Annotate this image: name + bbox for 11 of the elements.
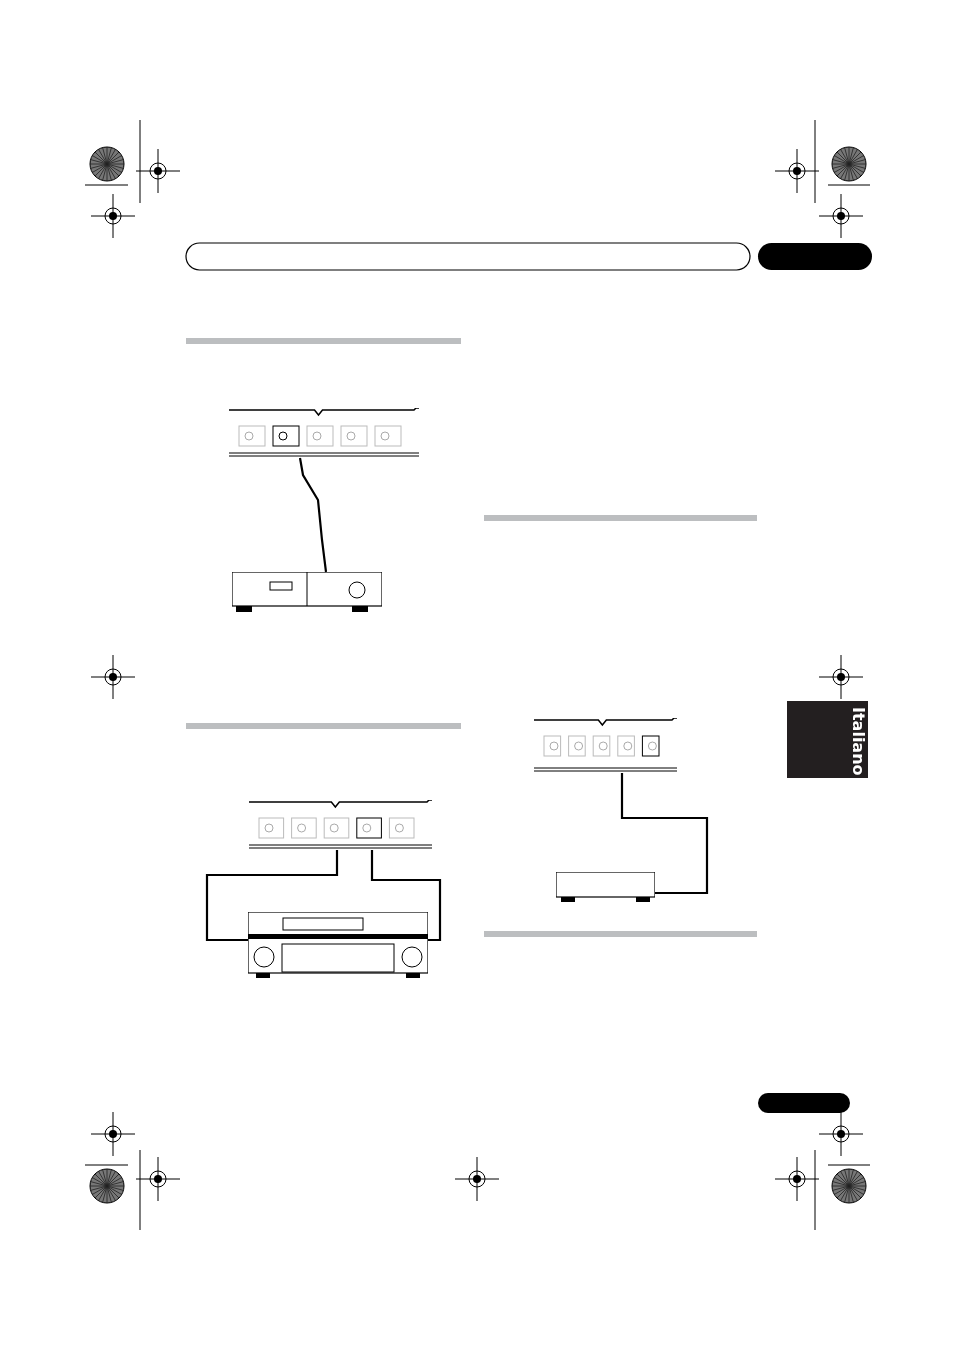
av-receiver-drawing xyxy=(248,912,428,978)
cable xyxy=(370,850,442,942)
rear-panel-drawing xyxy=(229,408,419,458)
cable xyxy=(620,773,709,895)
device-box xyxy=(556,872,655,902)
cable xyxy=(298,457,328,573)
rear-panel-drawing xyxy=(249,800,432,850)
rear-panel-drawing xyxy=(534,718,677,773)
language-tab: Italiano xyxy=(787,701,868,778)
amplifier-drawing xyxy=(232,572,382,612)
cable xyxy=(205,850,339,942)
